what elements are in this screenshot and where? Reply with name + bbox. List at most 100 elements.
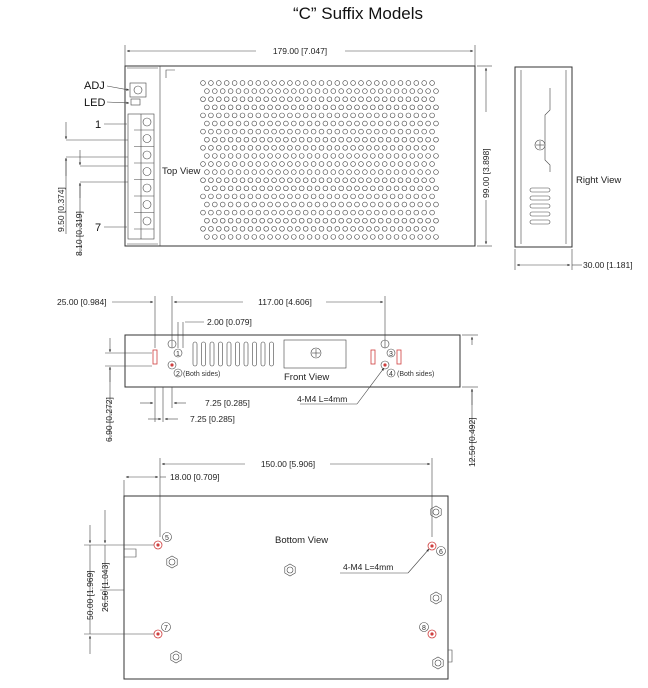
- vent-hole: [263, 80, 269, 86]
- vent-hole: [326, 177, 333, 183]
- vent-hole: [255, 209, 261, 216]
- vent-hole: [251, 153, 258, 159]
- vent-hole: [251, 104, 258, 111]
- vent-hole: [318, 145, 325, 151]
- vent-hole: [393, 137, 400, 143]
- vent-hole: [314, 218, 321, 224]
- vent-hole: [200, 209, 206, 216]
- front-hole-1-bottom: [167, 360, 177, 370]
- front-gap-dimension: 2.00 [0.079]: [207, 317, 252, 327]
- vent-hole: [247, 112, 254, 119]
- vent-hole: [413, 112, 419, 119]
- vent-hole: [326, 145, 333, 151]
- vent-hole: [330, 234, 336, 240]
- vent-hole: [421, 177, 427, 183]
- front-vent-slot: [192, 341, 198, 367]
- vent-hole: [330, 218, 336, 224]
- vent-hole: [413, 145, 419, 151]
- vent-hole: [212, 218, 218, 224]
- vent-hole: [306, 169, 313, 175]
- vent-hole: [397, 145, 404, 151]
- vent-hole: [208, 145, 214, 151]
- vent-hole: [259, 234, 265, 240]
- vent-hole: [208, 209, 214, 216]
- vent-hole: [385, 88, 392, 94]
- vent-hole: [295, 177, 301, 183]
- vent-hole: [322, 201, 329, 208]
- vent-hole: [220, 153, 226, 159]
- vent-hole: [220, 169, 226, 175]
- vent-hole: [251, 88, 258, 94]
- vent-hole: [354, 218, 360, 224]
- vent-hole: [385, 104, 392, 111]
- vent-hole: [291, 88, 297, 94]
- vent-hole: [342, 145, 348, 151]
- vent-hole: [405, 112, 412, 119]
- front-view: 25.00 [0.984] 117.00 [4.606] 2.00 [0.079…: [57, 296, 478, 467]
- vent-hole: [287, 226, 293, 232]
- vent-hole: [263, 193, 269, 200]
- vent-hole: [421, 226, 427, 232]
- vent-hole: [283, 120, 289, 127]
- pin-7-label: 7: [95, 222, 101, 234]
- front-hole-1-number: 1: [176, 351, 180, 358]
- vent-hole: [378, 185, 384, 192]
- vent-hole: [287, 193, 293, 200]
- vent-hole: [401, 120, 408, 127]
- vent-hole: [243, 185, 250, 192]
- vent-hole: [212, 234, 218, 240]
- vent-hole: [216, 128, 222, 135]
- vent-hole: [405, 96, 412, 102]
- vent-hole: [275, 88, 281, 94]
- vent-hole: [374, 226, 380, 232]
- vent-hole: [421, 128, 427, 135]
- vent-hole: [275, 201, 281, 208]
- vent-hole: [417, 169, 423, 175]
- vent-hole: [405, 193, 412, 200]
- hex-nut: [170, 650, 182, 664]
- vent-hole: [397, 96, 404, 102]
- vent-hole: [291, 104, 297, 111]
- vent-hole: [235, 120, 242, 127]
- vent-hole: [421, 112, 427, 119]
- right-vent-slots: [529, 187, 551, 225]
- vent-hole: [354, 185, 360, 192]
- vent-hole: [354, 153, 360, 159]
- vent-hole: [433, 120, 439, 127]
- vent-hole: [208, 161, 214, 167]
- vent-hole: [299, 234, 305, 240]
- vent-hole: [287, 177, 293, 183]
- vent-hole: [239, 128, 246, 135]
- vent-hole: [393, 218, 400, 224]
- vent-hole: [346, 234, 352, 240]
- vent-hole: [318, 226, 325, 232]
- vent-hole: [429, 226, 435, 232]
- vent-hole: [425, 88, 431, 94]
- vent-hole: [200, 193, 206, 200]
- vent-hole: [247, 161, 254, 167]
- vent-hole: [397, 193, 404, 200]
- vent-hole: [393, 153, 400, 159]
- vent-hole: [382, 161, 388, 167]
- vent-hole: [362, 201, 368, 208]
- side-vent-slot: [529, 211, 551, 217]
- vent-hole: [378, 234, 384, 240]
- vent-hole: [374, 128, 380, 135]
- vent-hole: [212, 120, 218, 127]
- vent-hole: [385, 234, 392, 240]
- vent-hole: [231, 161, 238, 167]
- vent-hole: [271, 80, 277, 86]
- vent-hole: [247, 145, 254, 151]
- vent-hole: [425, 169, 431, 175]
- vent-hole: [378, 120, 384, 127]
- vent-hole: [259, 104, 265, 111]
- vent-hole: [334, 112, 340, 119]
- vent-hole: [239, 80, 246, 86]
- vent-hole: [239, 112, 246, 119]
- vent-hole: [283, 88, 289, 94]
- vent-hole: [239, 161, 246, 167]
- hex-nut: [166, 555, 178, 569]
- vent-hole: [370, 234, 376, 240]
- vent-hole: [338, 234, 344, 240]
- vent-hole: [287, 80, 293, 86]
